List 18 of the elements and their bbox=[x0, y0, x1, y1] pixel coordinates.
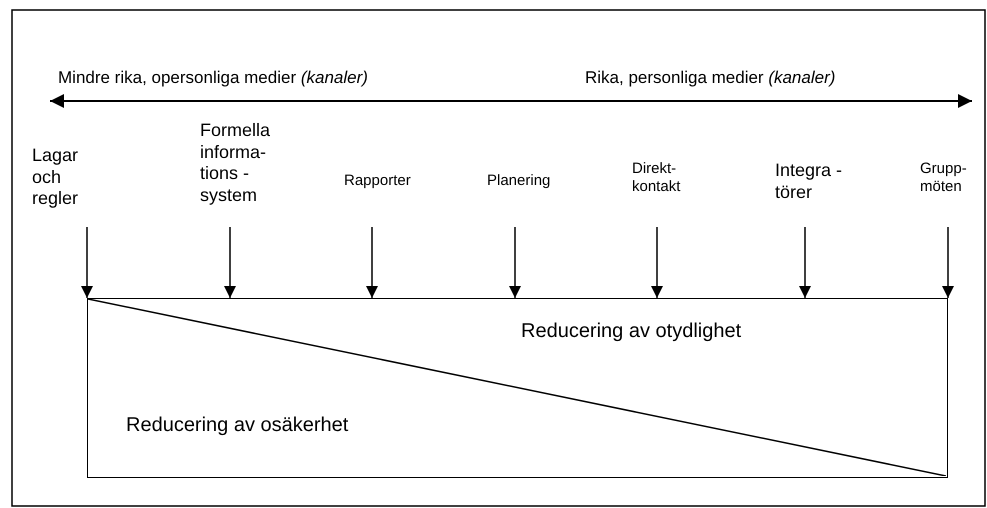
scale-label: Mindre rika, opersonliga medier (kanaler) bbox=[58, 68, 368, 88]
channel-label: Direkt- kontakt bbox=[632, 160, 682, 196]
arrow bbox=[81, 227, 93, 298]
arrow bbox=[799, 227, 811, 298]
channel-label: Rapporter bbox=[344, 172, 412, 190]
arrow bbox=[224, 227, 236, 298]
channel-label: Grupp- möten bbox=[920, 160, 968, 196]
channel-label: Planering bbox=[487, 172, 552, 190]
scale-label: Rika, personliga medier (kanaler) bbox=[585, 68, 836, 88]
arrow bbox=[942, 227, 954, 298]
arrow bbox=[651, 227, 663, 298]
channel-label: Lagar och regler bbox=[32, 145, 80, 210]
channel-label: Integra -törer bbox=[775, 160, 844, 204]
region-label: Reducering av otydlighet bbox=[521, 319, 742, 343]
arrow bbox=[509, 227, 521, 298]
region-label: Reducering av osäkerhet bbox=[126, 413, 348, 437]
arrow bbox=[366, 227, 378, 298]
channel-label: Formella informa- tions - system bbox=[200, 120, 272, 206]
